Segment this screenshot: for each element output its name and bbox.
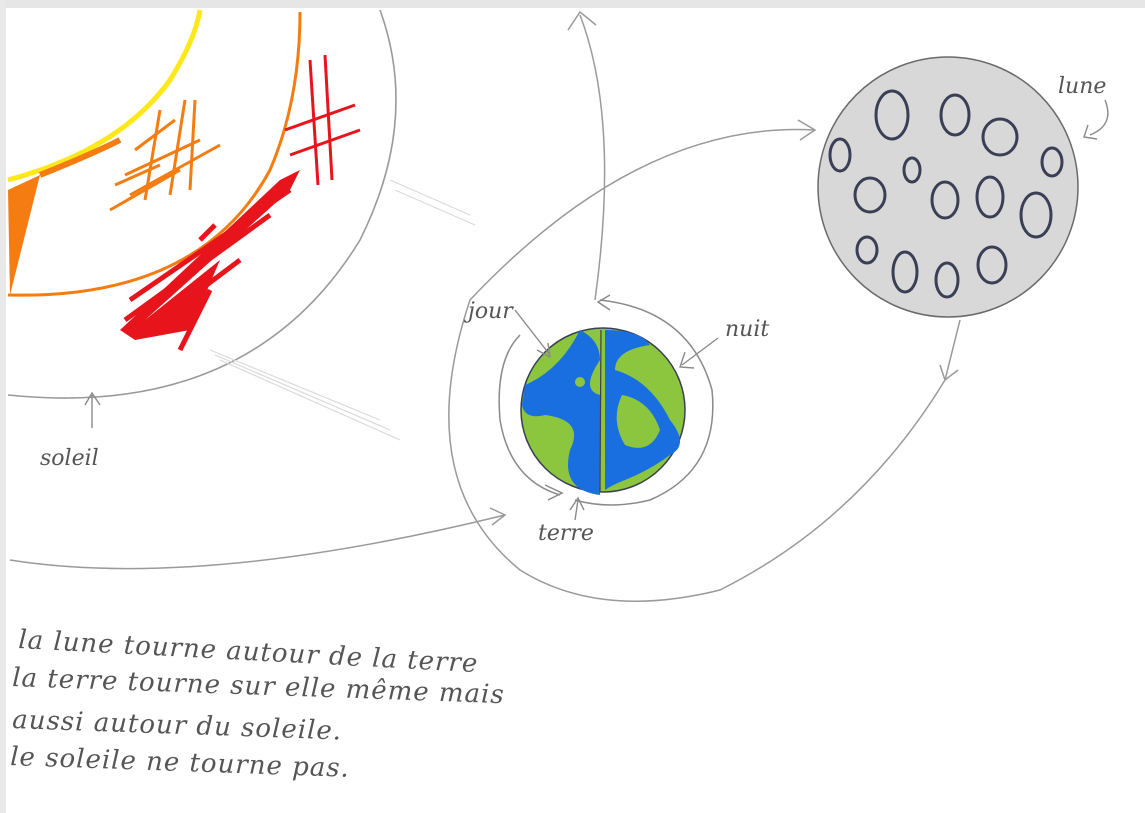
rotation-arrowhead-top — [596, 294, 611, 311]
earth-island — [575, 377, 585, 387]
day-label-arrow — [514, 309, 551, 359]
moon-orbit-arrowhead-1 — [797, 119, 817, 141]
sun-yellow-ring — [7, 9, 203, 183]
note-line-3: aussi autour du soleile. — [12, 705, 343, 746]
sun-red-hash — [284, 54, 361, 186]
rotation-arrowhead-bottom — [544, 484, 564, 501]
rotation-arc-left — [498, 334, 561, 496]
day-label: jour — [463, 299, 514, 324]
sun-orange-ring — [7, 11, 302, 297]
rotation-arc-right — [574, 299, 714, 506]
earth-drawing — [498, 294, 714, 506]
moon-craters — [828, 89, 1064, 299]
sun-label: soleil — [40, 446, 99, 471]
earth-orbit-arrowhead — [489, 507, 507, 526]
sun-red-scribble — [123, 187, 292, 352]
sun-label-arrow — [84, 391, 101, 428]
night-label: nuit — [725, 317, 769, 342]
earth-label: terre — [538, 521, 594, 546]
earth-label-arrow — [569, 496, 585, 521]
moon-label-arrow — [1083, 99, 1109, 140]
sun-orange-fill — [8, 175, 40, 295]
pencil-rays — [209, 179, 476, 441]
moon-drawing — [817, 56, 1079, 318]
moon-orbit — [448, 128, 946, 602]
sun-orange-hash — [109, 99, 221, 212]
earth-ocean-west — [522, 330, 600, 495]
earth-land-east — [616, 395, 660, 448]
earth-orbit-arrow — [9, 514, 506, 570]
sun-orange-stroke — [38, 137, 122, 178]
moon-orbit-arrowhead-2 — [939, 319, 961, 382]
moon-disc — [817, 56, 1079, 318]
moon-label: lune — [1058, 74, 1106, 99]
scan-border-left — [0, 0, 6, 813]
sun-outline — [7, 9, 397, 399]
orbit-arrow-up — [567, 10, 606, 301]
night-label-arrow — [679, 337, 719, 369]
scan-border-top — [0, 0, 1145, 8]
day-night-line — [599, 329, 602, 493]
sun-drawing — [7, 9, 397, 399]
note-line-4: le soleile ne tourne pas. — [10, 742, 351, 784]
